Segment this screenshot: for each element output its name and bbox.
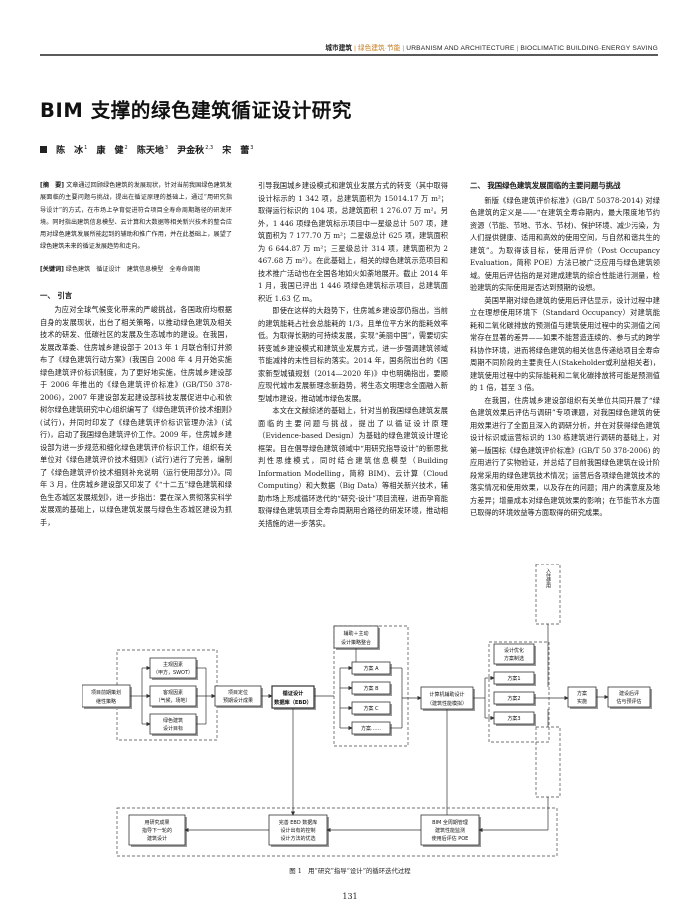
- frame-posteval: [535, 726, 561, 798]
- author-name: 康 健: [96, 146, 124, 156]
- page-number: 131: [342, 892, 358, 901]
- header-separator: |: [402, 45, 405, 52]
- label-database: 数据库（EBD）: [274, 698, 312, 706]
- label-objective: 客观因素: [163, 689, 183, 696]
- label-calc2: （建筑性能模拟）: [427, 700, 467, 707]
- author-marker: [40, 146, 47, 153]
- label-green-target: 绿色建筑: [163, 717, 183, 724]
- label-design-target: 设计目标: [163, 725, 183, 732]
- header-separator: |: [516, 45, 519, 52]
- abstract-text: 文章通过回顾绿色建筑的发展现状，针对当前我国绿色建筑发展面临的主要问题与挑战，提…: [40, 182, 233, 251]
- label-bim3: 使用后评估 POE: [432, 835, 469, 842]
- article-title: BIM 支撑的绿色建筑循证设计研究: [40, 99, 353, 122]
- keywords-text: 绿色建筑 循证设计 建筑信息模型 全寿命周期: [65, 265, 200, 273]
- label-evidence: 循证设计: [283, 689, 305, 697]
- paragraph: 新版《绿色建筑评价标准》(GB/T 50378-2014) 对绿色建筑的定义是—…: [470, 195, 660, 293]
- paragraph: 引导我国城乡建设模式和建筑业发展方式的转变（其中取得设计标示的 1 342 项，…: [258, 181, 448, 303]
- section-heading-intro: 一、 引言: [40, 290, 73, 300]
- box-optimize: [493, 643, 535, 665]
- abstract-label: [摘 要]: [40, 182, 65, 189]
- paragraph: 英国早期对绿色建筑的使用后评估显示，设计过程中建立在理想使用环境下（Standa…: [470, 295, 660, 393]
- label-plan-b: 方案 B: [363, 685, 379, 692]
- paragraph: 为应对全球气候变化带来的严峻挑战，各国政府均根据自身的发展现状，出台了相关策略，…: [40, 305, 232, 527]
- label-impl: 实施: [577, 698, 587, 705]
- figure-caption: 图 1 用“研究”指导“设计”的循环迭代过程: [289, 867, 411, 875]
- figure-1-flowchart: 项目前期策划 继性策略 主观因素 （甲方，SWOT） 客观因素 （气候，场地） …: [81, 563, 658, 859]
- author-name: 尹金秋: [177, 146, 205, 156]
- column-3: 二、 我国绿色建筑发展面临的主要问题与挑战 新版《绿色建筑评价标准》(GB/T …: [470, 180, 660, 520]
- label-opt-plan2: 方案2: [507, 695, 520, 702]
- label-subjective: 主观因素: [163, 661, 183, 668]
- author-affiliation: 3: [164, 145, 169, 151]
- paragraph: 本文在文献综述的基础上，针对当前我国绿色建筑发展面临的主要问题与挑战，提出了以循…: [258, 406, 448, 528]
- author-name: 陈 冰: [56, 146, 84, 156]
- author-affiliation: 2: [124, 145, 128, 151]
- column-2: 引导我国城乡建设模式和建筑业发展方式的转变（其中取得设计标示的 1 342 项，…: [258, 180, 448, 530]
- label-plan-dots: 方案……: [361, 725, 381, 732]
- label-post-occupancy: 入住使用: [545, 568, 551, 589]
- frame-feedback: [116, 807, 558, 857]
- paragraph: 即使在这样的大趋势下，住房城乡建设部仍指出，当前的建筑能耗占社会总能耗的 1/3…: [258, 306, 448, 403]
- label-opt-plan1: 方案1: [507, 675, 520, 682]
- frame-optimize: [488, 641, 550, 743]
- label-assist1: 辅助＋主动: [343, 630, 368, 637]
- keywords: [关键词] 绿色建筑 循证设计 建筑信息模型 全寿命周期: [40, 264, 232, 276]
- label-project-prep: 项目前期策划: [91, 689, 121, 696]
- label-objective-sub: （气候，场地）: [155, 697, 190, 704]
- author-name: 陈天地: [136, 146, 164, 156]
- label-dev-req: 继性策略: [96, 698, 116, 705]
- column-1: [摘 要] 文章通过回顾绿色建筑的发展现状，针对当前我国绿色建筑发展面临的主要问…: [40, 180, 232, 529]
- label-plan-impl: 方案: [577, 690, 587, 697]
- author-affiliation: 1: [84, 145, 88, 151]
- paragraph: 在我国，住房城乡建设部组织有关单位共同开展了“绿色建筑效果后评估与调研”专项课题…: [470, 395, 660, 518]
- author-affiliation: 2,3: [205, 145, 214, 151]
- label-pe-eval: 估与预评估: [616, 698, 641, 705]
- label-assist2: 设计策略整合: [341, 639, 371, 646]
- label-plan-c: 方案 C: [363, 705, 379, 712]
- section-heading-problems: 二、 我国绿色建筑发展面临的主要问题与挑战: [470, 181, 621, 190]
- label-bim2: 建筑性能监测: [435, 827, 465, 834]
- label-research2: 指导下一轮的: [142, 827, 172, 834]
- author-list: 陈 冰1 康 健2 陈天地3 尹金秋2,3 宋 蕾3: [40, 143, 259, 156]
- header-rule: [40, 54, 658, 56]
- author-name: 宋 蕾: [222, 146, 250, 156]
- label-plan-a: 方案 A: [363, 665, 379, 672]
- label-research3: 建筑设计: [147, 835, 167, 842]
- header-category: 城市建筑: [325, 45, 353, 52]
- label-opt2: 方案制选: [504, 655, 524, 662]
- label-research1: 用研究成果: [144, 819, 169, 826]
- label-post-eval: 建设后评: [619, 690, 639, 697]
- running-header: 城市建筑|绿色建筑·节能|URBANISM AND ARCHITECTURE|B…: [325, 42, 658, 52]
- label-prelim-design: 预期设计成果: [223, 697, 253, 704]
- label-project-pos: 项目定位: [228, 689, 248, 696]
- label-ebd3: 设计方法的优选: [280, 835, 315, 842]
- header-english-a: URBANISM AND ARCHITECTURE: [406, 45, 515, 52]
- box-research: [128, 814, 186, 846]
- author-affiliation: 3: [250, 145, 254, 151]
- label-bim1: BIM 全周期管理: [432, 819, 468, 826]
- keywords-label: [关键词]: [40, 265, 64, 273]
- header-subcategory: 绿色建筑·节能: [357, 45, 401, 52]
- label-ebd2: 设计出有的控制: [280, 827, 315, 834]
- label-ebd1: 完善 EBD 数据库: [279, 819, 318, 826]
- label-calc1: 计算机辅助设计: [429, 691, 464, 698]
- header-english-b: BIOCLIMATIC BUILDING·ENERGY SAVING: [520, 45, 658, 52]
- abstract: [摘 要] 文章通过回顾绿色建筑的发展现状，针对当前我国绿色建筑发展面临的主要问…: [40, 180, 232, 254]
- label-opt1: 设计优化: [504, 647, 524, 654]
- label-opt-plan3: 方案3: [507, 715, 520, 722]
- label-subjective-sub: （甲方，SWOT）: [153, 669, 193, 676]
- header-separator: |: [354, 45, 356, 52]
